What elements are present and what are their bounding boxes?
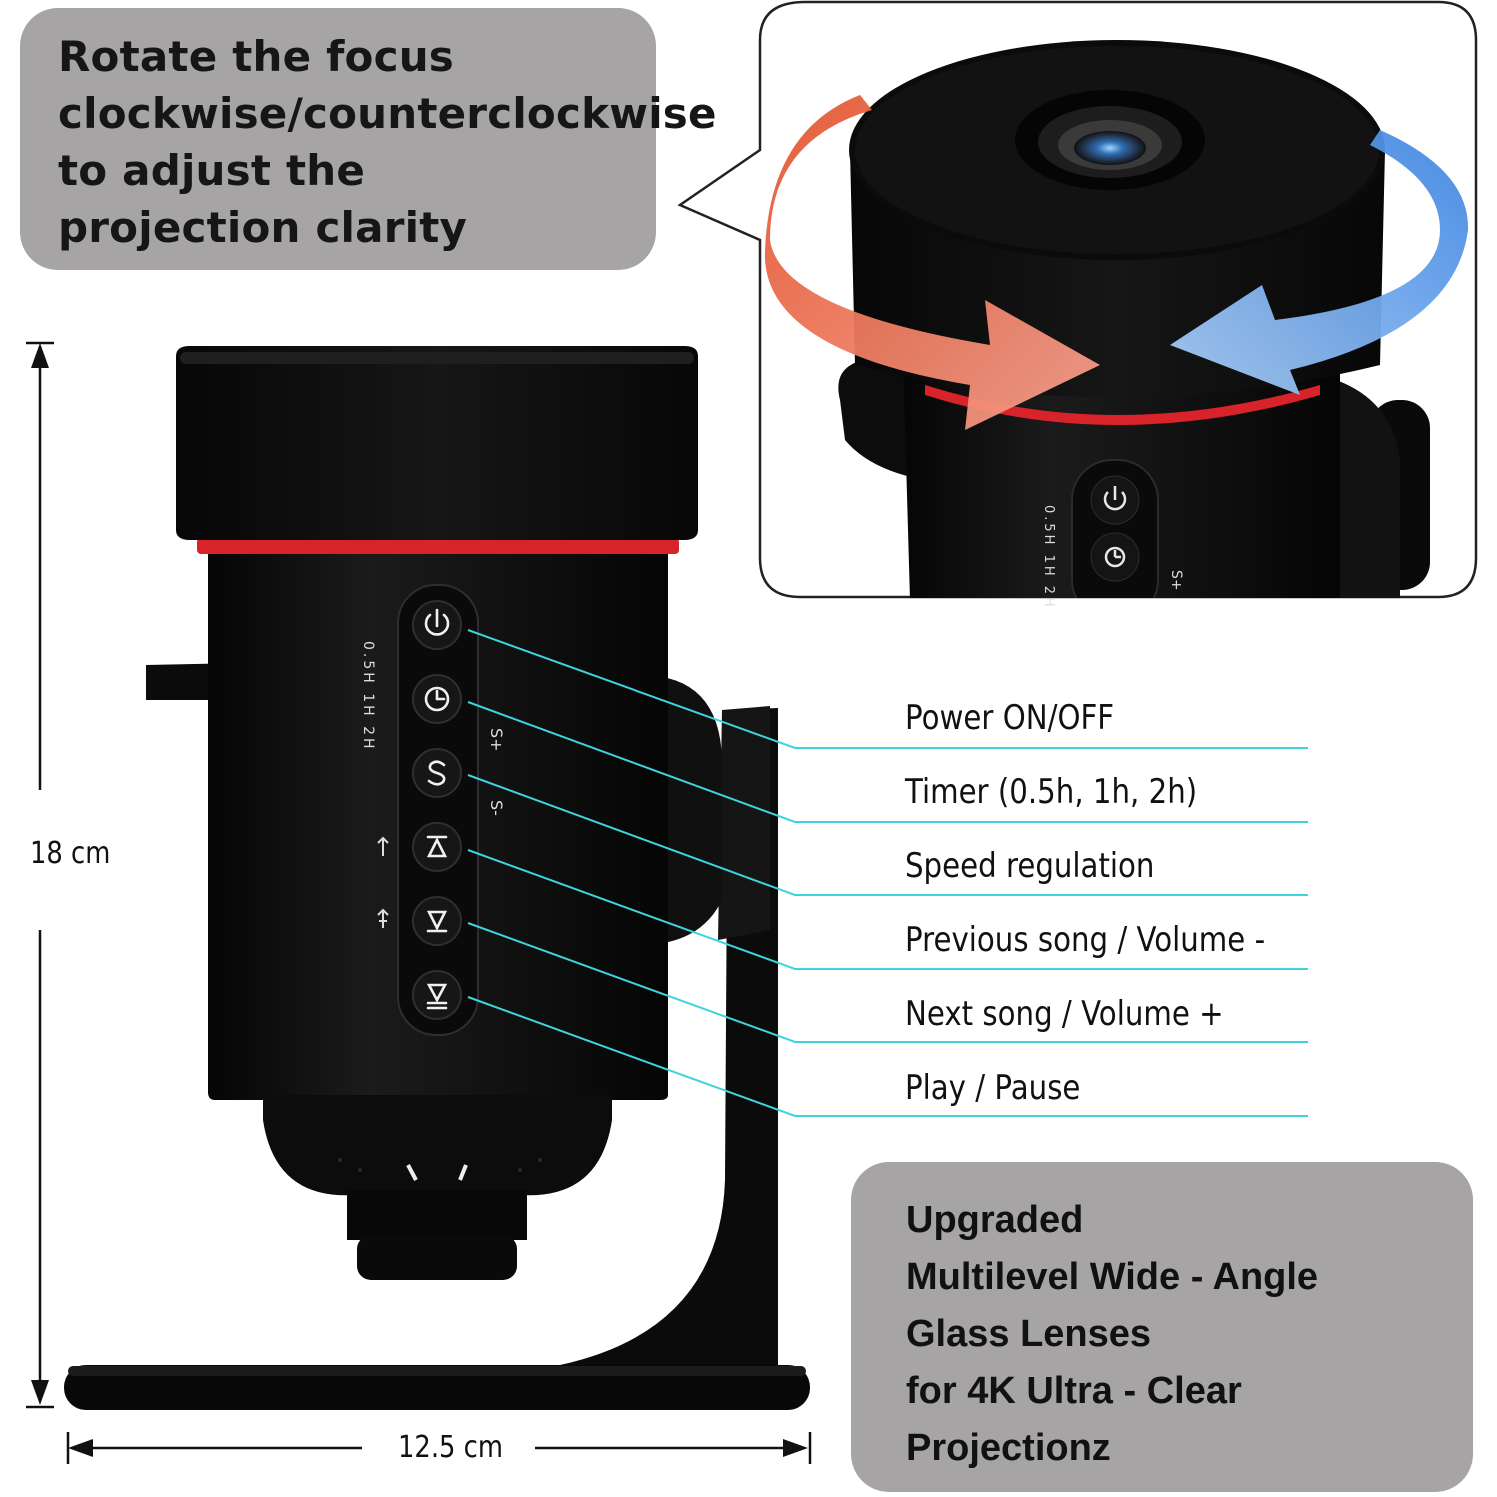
- focus-line-2: clockwise/counterclockwise: [58, 89, 717, 138]
- button-icons: [424, 608, 450, 1010]
- lens-feature-callout: Upgraded Multilevel Wide - Angle Glass L…: [851, 1162, 1473, 1492]
- next-icon: [426, 910, 448, 933]
- volume-glyphs: [377, 836, 389, 928]
- timer-icon: [424, 686, 450, 712]
- focus-instruction-text: Rotate the focus clockwise/counterclockw…: [58, 28, 717, 256]
- power-icon: [424, 608, 450, 636]
- lens-feature-text: Upgraded Multilevel Wide - Angle Glass L…: [906, 1192, 1318, 1477]
- play-pause-icon: [426, 983, 448, 1010]
- zoom-detail: [764, 40, 1469, 598]
- timer-marking: 0.5H 1H 2H: [360, 641, 376, 752]
- zoom-speed-plus-marking: S+: [1168, 570, 1184, 591]
- lens-line-1: Upgraded: [906, 1199, 1084, 1241]
- width-label: 12.5 cm: [398, 1430, 503, 1465]
- leader-lines: [467, 629, 1308, 1117]
- device-main: [64, 346, 810, 1410]
- focus-line-1: Rotate the focus: [58, 32, 455, 81]
- lens-line-4: for 4K Ultra - Clear: [906, 1370, 1242, 1412]
- lens-line-2: Multilevel Wide - Angle: [906, 1256, 1319, 1298]
- label-next: Next song / Volume +: [905, 994, 1224, 1034]
- previous-icon: [426, 835, 448, 858]
- lens-line-3: Glass Lenses: [906, 1313, 1152, 1355]
- speed-plus-marking: S+: [487, 728, 506, 752]
- focus-line-4: projection clarity: [58, 203, 468, 252]
- lens-line-5: Projectionz: [906, 1427, 1111, 1469]
- label-previous: Previous song / Volume -: [905, 920, 1266, 960]
- play-pause-button: [412, 970, 462, 1020]
- next-button: [412, 896, 462, 946]
- focus-instruction-callout: Rotate the focus clockwise/counterclockw…: [20, 8, 716, 270]
- height-dimension: [26, 341, 54, 1409]
- speed-icon: [427, 760, 446, 786]
- label-play-pause: Play / Pause: [905, 1068, 1081, 1108]
- label-timer: Timer (0.5h, 1h, 2h): [905, 772, 1198, 812]
- focus-line-3: to adjust the: [58, 146, 366, 195]
- previous-button: [412, 822, 462, 872]
- zoom-timer-marking: 0.5H 1H 2H: [1041, 505, 1056, 610]
- speed-minus-marking: S-: [487, 800, 506, 816]
- width-dimension: [66, 1432, 812, 1464]
- label-power: Power ON/OFF: [905, 698, 1115, 738]
- height-label: 18 cm: [30, 836, 111, 871]
- label-speed: Speed regulation: [905, 846, 1155, 886]
